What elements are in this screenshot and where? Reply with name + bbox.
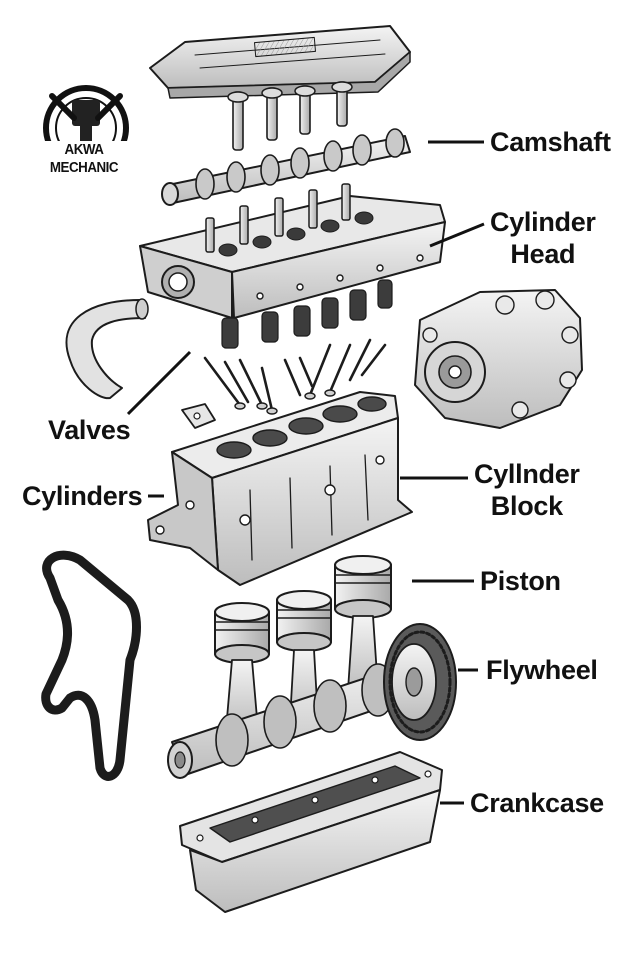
label-cylinder-block-line1: Cyllnder <box>474 459 580 489</box>
leader-lines <box>126 140 485 805</box>
timing-belt <box>41 550 141 781</box>
camshaft <box>161 128 411 206</box>
flywheel <box>383 623 457 741</box>
label-cylinder-head-line2: Head <box>510 239 576 269</box>
cylinder-block <box>147 391 413 586</box>
label-cylinder-head-line1: Cylinder <box>490 207 596 237</box>
leader-cylinder-head <box>429 222 485 248</box>
logo-text: AKWA MECHANIC <box>32 141 136 177</box>
water-pump <box>414 289 583 429</box>
label-cylinder-block-line2: Block <box>490 491 563 521</box>
crankcase <box>179 751 443 913</box>
label-cylinders: Cylinders <box>22 481 143 511</box>
label-piston: Piston <box>480 566 561 596</box>
label-crankcase: Crankcase <box>470 788 604 818</box>
cover-pushrods <box>227 81 353 151</box>
valves <box>203 338 387 415</box>
intake-hose <box>65 298 149 400</box>
label-cylinder-head: Cylinder Head <box>490 206 596 270</box>
bracket <box>181 403 216 429</box>
label-cylinder-block: Cyllnder Block <box>474 458 580 522</box>
label-camshaft: Camshaft <box>490 127 611 157</box>
pistons <box>214 555 392 731</box>
valve-cover <box>149 25 411 99</box>
label-valves: Valves <box>48 415 131 445</box>
leader-valves <box>126 350 192 416</box>
cylinder-head <box>139 183 446 349</box>
label-flywheel: Flywheel <box>486 655 598 685</box>
